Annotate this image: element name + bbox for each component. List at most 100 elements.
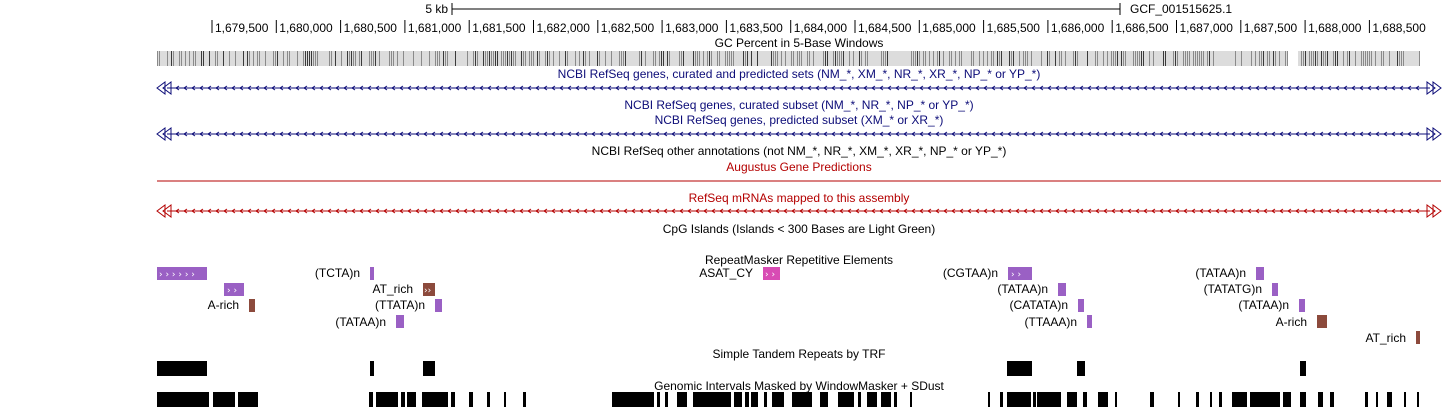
simple-repeat-block[interactable]	[157, 361, 207, 376]
windowmasker-block[interactable]	[772, 392, 784, 407]
windowmasker-block[interactable]	[751, 392, 758, 407]
windowmasker-block[interactable]	[677, 392, 687, 407]
gene-feature-refseq-all[interactable]	[156, 81, 1442, 95]
windowmasker-block[interactable]	[693, 392, 731, 407]
repeat-block[interactable]	[370, 267, 374, 280]
windowmasker-block[interactable]	[422, 392, 448, 407]
windowmasker-block[interactable]	[734, 392, 742, 407]
windowmasker-block[interactable]	[1250, 392, 1280, 407]
windowmasker-block[interactable]	[1150, 392, 1154, 407]
windowmasker-block[interactable]	[1098, 392, 1108, 407]
windowmasker-block[interactable]	[1232, 392, 1247, 407]
windowmasker-block[interactable]	[1037, 392, 1061, 407]
windowmasker-block[interactable]	[988, 392, 990, 407]
track-refseq-all[interactable]: NCBI RefSeq genes, curated and predicted…	[156, 67, 1442, 95]
simple-repeat-block[interactable]	[423, 361, 435, 376]
repeat-block[interactable]	[224, 283, 244, 296]
windowmasker-block[interactable]	[1067, 392, 1077, 407]
windowmasker-block[interactable]	[1300, 392, 1306, 407]
windowmasker-block[interactable]	[1376, 392, 1378, 407]
windowmasker-block[interactable]	[1115, 392, 1117, 407]
windowmasker-block[interactable]	[523, 392, 526, 407]
windowmasker-block[interactable]	[242, 392, 258, 407]
track-augustus[interactable]: Augustus Gene Predictions	[157, 160, 1441, 182]
repeat-block[interactable]	[1087, 315, 1092, 328]
windowmasker-block[interactable]	[1387, 392, 1392, 407]
windowmasker-block[interactable]	[745, 392, 749, 407]
windowmasker-block[interactable]	[238, 392, 242, 407]
windowmasker-block[interactable]	[858, 392, 861, 407]
repeat-block[interactable]	[1272, 283, 1278, 296]
windowmasker-block[interactable]	[657, 392, 660, 407]
simple-repeat-block[interactable]	[1007, 361, 1032, 376]
windowmasker-block[interactable]	[369, 392, 373, 407]
windowmasker-block[interactable]	[1318, 392, 1323, 407]
windowmasker-block[interactable]	[469, 392, 473, 407]
track-refseq-other[interactable]: NCBI RefSeq other annotations (not NM_*,…	[592, 144, 1007, 158]
simple-repeat-block[interactable]	[1077, 361, 1085, 376]
windowmasker-block[interactable]	[1196, 392, 1199, 407]
repeat-block[interactable]	[1008, 267, 1032, 280]
windowmasker-block[interactable]	[401, 392, 405, 407]
windowmasker-block[interactable]	[792, 392, 812, 407]
repeat-block[interactable]	[157, 267, 207, 280]
simple-repeat-blocks[interactable]	[157, 361, 1306, 376]
windowmasker-block[interactable]	[407, 392, 416, 407]
repeat-block[interactable]	[1416, 331, 1420, 344]
windowmasker-block[interactable]	[838, 392, 854, 407]
track-gc-percent[interactable]: GC Percent in 5-Base Windows	[157, 36, 1420, 66]
windowmasker-block[interactable]	[764, 392, 767, 407]
windowmasker-block[interactable]	[1219, 392, 1222, 407]
repeat-block[interactable]	[423, 283, 435, 296]
refseq-all-gene-strand-chevron	[1231, 85, 1236, 91]
refseq-predicted-gene-strand-chevron	[879, 131, 884, 137]
windowmasker-block[interactable]	[157, 392, 209, 407]
track-repeatmasker[interactable]: RepeatMasker Repetitive Elements › › › ›…	[157, 253, 1420, 345]
windowmasker-block[interactable]	[1033, 392, 1036, 407]
windowmasker-block[interactable]	[487, 392, 490, 407]
track-simple-repeats[interactable]: Simple Tandem Repeats by TRF	[157, 347, 1306, 376]
simple-repeat-block[interactable]	[370, 361, 374, 376]
track-refseq-curated[interactable]: NCBI RefSeq genes, curated subset (NM_*,…	[624, 98, 973, 112]
windowmasker-block[interactable]	[1365, 392, 1368, 407]
windowmasker-block[interactable]	[894, 392, 897, 407]
windowmasker-block[interactable]	[1000, 392, 1003, 407]
windowmasker-block[interactable]	[1417, 392, 1419, 407]
windowmasker-block[interactable]	[213, 392, 235, 407]
windowmasker-block[interactable]	[1007, 392, 1031, 407]
windowmasker-block[interactable]	[867, 392, 877, 407]
repeat-block[interactable]	[1256, 267, 1264, 280]
windowmasker-block[interactable]	[612, 392, 654, 407]
windowmasker-block[interactable]	[910, 392, 912, 407]
windowmasker-block[interactable]	[881, 392, 891, 407]
windowmasker-block[interactable]	[1283, 392, 1291, 407]
repeat-block[interactable]	[1058, 283, 1066, 296]
windowmasker-block[interactable]	[1210, 392, 1212, 407]
track-windowmasker[interactable]: Genomic Intervals Masked by WindowMasker…	[157, 379, 1419, 407]
repeat-block[interactable]	[1299, 299, 1305, 312]
windowmasker-block[interactable]	[1178, 392, 1180, 407]
repeat-block[interactable]	[435, 299, 442, 312]
repeat-block[interactable]	[249, 299, 255, 312]
windowmasker-block[interactable]	[820, 392, 828, 407]
windowmasker-block[interactable]	[1330, 392, 1334, 407]
track-cpg-islands[interactable]: CpG Islands (Islands < 300 Bases are Lig…	[663, 222, 935, 236]
windowmasker-block[interactable]	[504, 392, 506, 407]
windowmasker-block[interactable]	[376, 392, 398, 407]
repeat-block[interactable]	[763, 267, 780, 280]
windowmasker-block[interactable]	[665, 392, 668, 407]
windowmasker-block[interactable]	[1083, 392, 1087, 407]
windowmasker-blocks[interactable]	[157, 392, 1419, 407]
mrna-feature[interactable]	[156, 204, 1442, 218]
windowmasker-block[interactable]	[1404, 392, 1406, 407]
track-refseq-predicted[interactable]: NCBI RefSeq genes, predicted subset (XM_…	[156, 113, 1442, 141]
gene-feature-refseq-predicted[interactable]	[156, 127, 1442, 141]
repeat-block[interactable]	[1078, 299, 1084, 312]
simple-repeat-block[interactable]	[1300, 361, 1306, 376]
repeat-block[interactable]	[396, 315, 404, 328]
track-refseq-mrnas[interactable]: RefSeq mRNAs mapped to this assembly	[156, 191, 1442, 218]
repeat-block[interactable]	[1317, 315, 1327, 328]
windowmasker-block[interactable]	[451, 392, 455, 407]
